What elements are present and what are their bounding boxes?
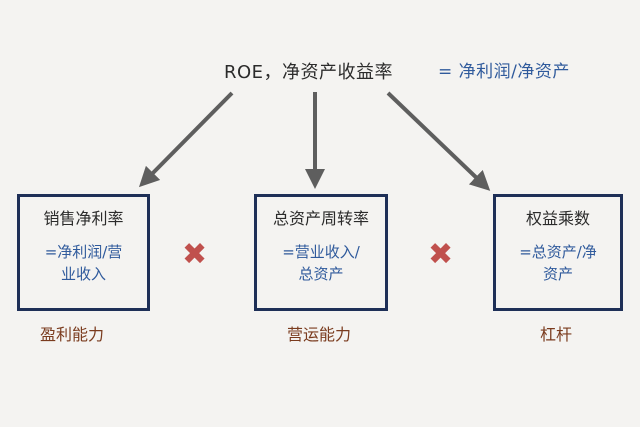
multiply-icon: ✖ [182,237,208,272]
box-formula-line1: =净利润/营 [44,243,123,261]
arrow-right [386,91,491,191]
multiply-icon: ✖ [428,237,454,272]
equity-multiplier-box: 权益乘数 =总资产/净 资产 [493,194,623,311]
net-profit-margin-box: 销售净利率 =净利润/营 业收入 [17,194,150,311]
box-title: 权益乘数 [525,209,590,228]
box-title: 销售净利率 [43,209,124,228]
arrow-left [138,91,234,188]
box-formula-line2: 总资产 [298,265,344,283]
box-title: 总资产周转率 [272,209,369,228]
asset-turnover-box: 总资产周转率 =营业收入/ 总资产 [254,194,388,311]
roe-formula: = 净利润/净资产 [438,62,570,82]
box-formula-line1: =总资产/净 [519,243,597,261]
box-formula-line1: =营业收入/ [282,243,360,261]
profitability-label: 盈利能力 [40,325,105,344]
leverage-label: 杠杆 [540,325,573,344]
box-formula-line2: 业收入 [60,265,106,283]
operating-ability-label: 营运能力 [287,325,352,344]
roe-title: ROE，净资产收益率 [224,62,394,83]
box-formula-line2: 资产 [542,265,573,283]
